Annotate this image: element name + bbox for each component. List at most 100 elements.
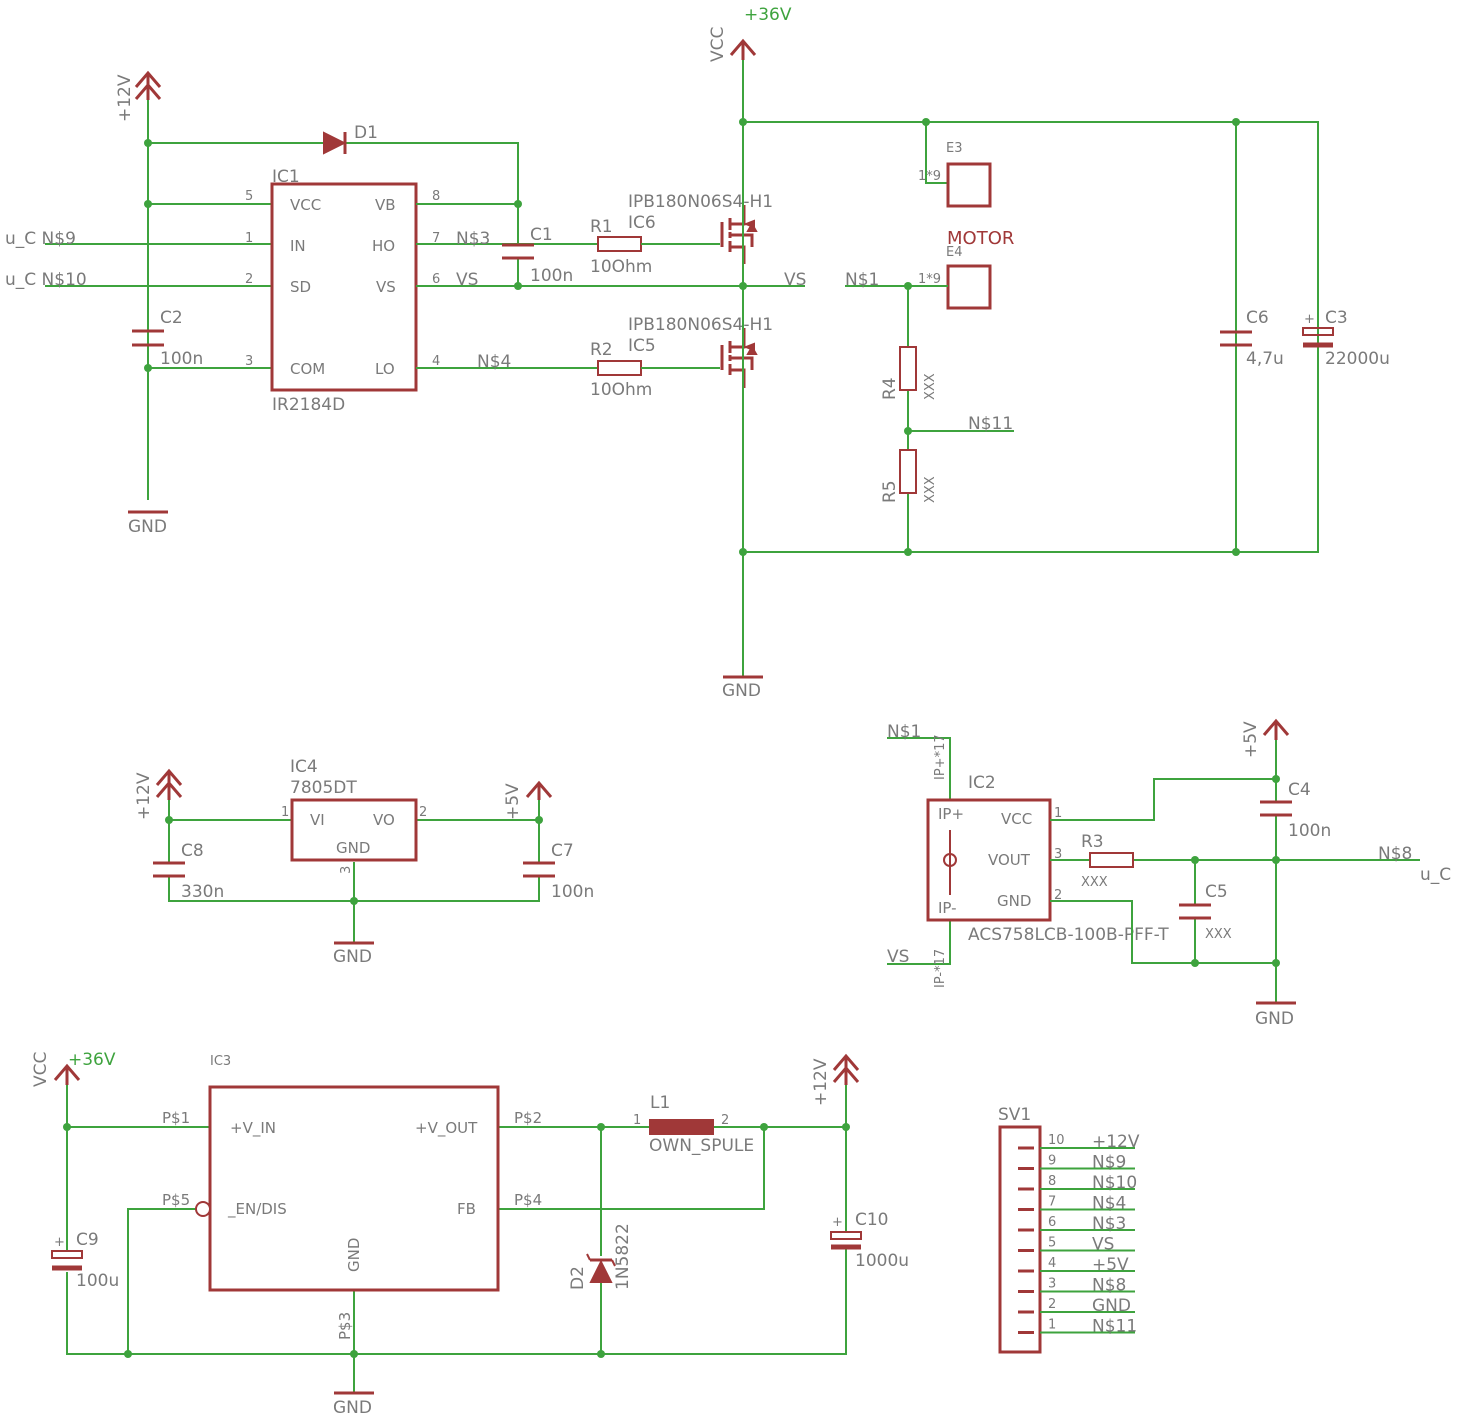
net-uc-n10-label: u_C N$10 bbox=[5, 270, 87, 290]
ic2-pin-ipm: IP-*17 bbox=[933, 949, 948, 988]
power-section: +36V VCC E3 1*9 MOTOR E4 1*9 N$1 N$11 R4… bbox=[708, 5, 1390, 701]
ic5-value: IPB180N06S4-H1 bbox=[628, 315, 773, 335]
supply-36v-label-1: +36V bbox=[744, 5, 792, 25]
terminal-e4: MOTOR E4 1*9 bbox=[918, 228, 1014, 310]
e4-pin: 1*9 bbox=[918, 272, 941, 287]
resistor-r2: R2 10Ohm bbox=[590, 340, 720, 400]
sv1-pin-net: N$9 bbox=[1092, 1153, 1126, 1173]
net-n8-label: N$8 bbox=[1378, 844, 1412, 864]
ic3-vin: +V_IN bbox=[230, 1119, 276, 1138]
ic1-name: IC1 bbox=[272, 167, 300, 187]
sv1-pin-number: 6 bbox=[1048, 1215, 1056, 1230]
sv1-pin-number: 3 bbox=[1048, 1277, 1056, 1292]
c6-value: 4,7u bbox=[1246, 349, 1284, 369]
gnd-symbol-4: GND bbox=[1255, 1001, 1296, 1029]
gnd-label-5: GND bbox=[333, 1398, 372, 1418]
ic1-pin-num: 6 bbox=[432, 272, 440, 287]
ic4-name: IC4 bbox=[290, 757, 318, 777]
gnd-label-2: GND bbox=[722, 681, 761, 701]
c2-value: 100n bbox=[160, 349, 203, 369]
driver-section: +12V u_C N$9 u_C N$10 D1 C2 100n GND bbox=[5, 70, 806, 537]
ic2-vout: VOUT bbox=[988, 851, 1031, 869]
net-n1-label-2: N$1 bbox=[887, 722, 921, 742]
ic2-name: IC2 bbox=[968, 773, 996, 793]
resistor-r5: R5 XXX bbox=[880, 449, 938, 503]
ic3-fb: FB bbox=[457, 1200, 476, 1218]
gnd-symbol-1: GND bbox=[128, 510, 168, 537]
sv1-pin-net: GND bbox=[1092, 1296, 1131, 1316]
ic1-ir2184d: IC1 IR2184D 5 1 2 3 VCC IN SD COM 8 7 6 … bbox=[245, 167, 440, 415]
ic1-pin-label: COM bbox=[290, 360, 325, 378]
sv1-pin-net: N$11 bbox=[1092, 1317, 1137, 1337]
ic1-pin-num: 1 bbox=[245, 231, 253, 246]
sv1-pin-net: +12V bbox=[1092, 1132, 1140, 1152]
ic2-acs758: IC2 ACS758LCB-100B-PFF-T IP+ IP- VCC VOU… bbox=[926, 773, 1169, 945]
capacitor-c6: C6 4,7u bbox=[1220, 308, 1284, 369]
sv1-pin-net: N$10 bbox=[1092, 1173, 1137, 1193]
c4-name: C4 bbox=[1288, 780, 1311, 800]
sv1-pin-net: N$3 bbox=[1092, 1214, 1126, 1234]
terminal-e3: E3 1*9 bbox=[918, 141, 992, 208]
sv1-pin-net: VS bbox=[1092, 1235, 1114, 1255]
l1-pin2: 2 bbox=[721, 1113, 729, 1128]
e3-name: E3 bbox=[946, 141, 963, 156]
c3-name: C3 bbox=[1325, 308, 1348, 328]
ic3-p3: P$3 bbox=[336, 1312, 354, 1340]
ic4-vo: VO bbox=[373, 811, 395, 829]
supply-12v-symbol-1: +12V bbox=[115, 70, 162, 122]
inductor-l1: L1 OWN_SPULE 1 2 bbox=[633, 1093, 754, 1156]
c10-name: C10 bbox=[855, 1210, 889, 1230]
r2-name: R2 bbox=[590, 340, 613, 360]
resistor-r1: R1 10Ohm bbox=[590, 217, 720, 277]
ic4-pin2: 2 bbox=[419, 805, 427, 820]
c2-name: C2 bbox=[160, 308, 183, 328]
ic4-pin1: 1 bbox=[281, 805, 289, 820]
vcc-label-1: VCC bbox=[708, 27, 728, 62]
ic3-en: _EN/DIS bbox=[227, 1200, 287, 1219]
ic3-p5: P$5 bbox=[162, 1191, 190, 1209]
r5-value: XXX bbox=[923, 476, 938, 503]
mosfet-ic5: IPB180N06S4-H1 IC5 bbox=[628, 315, 773, 388]
capacitor-c4: C4 100n bbox=[1260, 780, 1331, 841]
c7-name: C7 bbox=[551, 841, 574, 861]
sv1-pin-number: 7 bbox=[1048, 1195, 1056, 1210]
c9-name: C9 bbox=[76, 1230, 99, 1250]
capacitor-c7: C7 100n bbox=[523, 841, 594, 902]
capacitor-c5: C5 XXX bbox=[1179, 882, 1232, 942]
r2-value: 10Ohm bbox=[590, 380, 652, 400]
c4-value: 100n bbox=[1288, 821, 1331, 841]
supply-12v-label-1: +12V bbox=[115, 74, 135, 122]
l1-name: L1 bbox=[650, 1093, 670, 1113]
resistor-r3: R3 XXX bbox=[1081, 832, 1134, 890]
d2-value: 1N5822 bbox=[613, 1223, 633, 1290]
vcc-label-2: VCC bbox=[31, 1052, 51, 1087]
c7-value: 100n bbox=[551, 882, 594, 902]
c10-plus: + bbox=[832, 1215, 843, 1230]
ic4-7805dt: IC4 7805DT 1 2 3 VI VO GND bbox=[281, 757, 427, 874]
ic1-pin-num: 2 bbox=[245, 272, 253, 287]
r4-value: XXX bbox=[923, 373, 938, 400]
supply-5v-symbol-2: +5V bbox=[1241, 718, 1290, 758]
gnd-symbol-2: GND bbox=[722, 675, 763, 701]
gnd-label-1: GND bbox=[128, 517, 167, 537]
ic1-pin-label: VB bbox=[375, 196, 396, 214]
c10-value: 1000u bbox=[855, 1251, 909, 1271]
ic5-name: IC5 bbox=[628, 336, 656, 356]
supply-12v-label-2: +12V bbox=[134, 772, 154, 820]
c3-value: 22000u bbox=[1325, 349, 1390, 369]
ic3-p2: P$2 bbox=[514, 1109, 542, 1127]
r1-name: R1 bbox=[590, 217, 613, 237]
ic1-pin-num: 5 bbox=[245, 189, 253, 204]
ic1-pin-num: 8 bbox=[432, 189, 440, 204]
sv1-name: SV1 bbox=[998, 1105, 1031, 1125]
ic6-name: IC6 bbox=[628, 213, 656, 233]
e4-name: E4 bbox=[946, 245, 963, 260]
r5-name: R5 bbox=[880, 480, 900, 503]
ic3-vout: +V_OUT bbox=[415, 1119, 478, 1138]
c9-value: 100u bbox=[76, 1271, 119, 1291]
supply-36v-symbol-2: +36V VCC bbox=[31, 1050, 116, 1087]
d2-name: D2 bbox=[568, 1266, 588, 1290]
diode-d2: D2 1N5822 bbox=[568, 1223, 633, 1290]
